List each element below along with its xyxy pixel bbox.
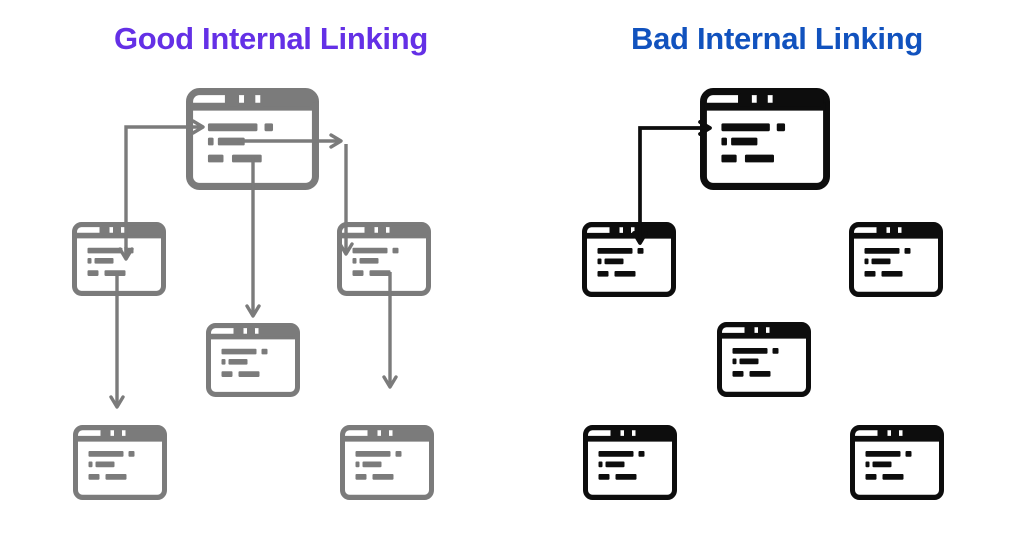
good-diagram — [75, 92, 432, 498]
arrow-good-subleft-to-home — [124, 119, 205, 259]
browser-window-icon-good-sub-left — [75, 225, 164, 294]
browser-window-icon-bad-leaf-left — [586, 428, 675, 498]
bad-diagram — [585, 92, 942, 498]
arrow-bad-subleft-to-home — [638, 120, 712, 243]
browser-window-icon-good-sub-right — [340, 225, 429, 294]
browser-window-icon-bad-home — [703, 92, 826, 187]
bad-linking-title: Bad Internal Linking — [631, 21, 923, 56]
browser-window-icon-bad-sub-left — [585, 225, 674, 295]
good-linking-title: Good Internal Linking — [113, 21, 429, 56]
browser-window-icon-good-leaf-left — [76, 428, 165, 498]
browser-window-icon-bad-sub-right — [852, 225, 941, 295]
browser-window-icon-good-leaf-right — [343, 428, 432, 498]
browser-window-icon-bad-leaf-right — [853, 428, 942, 498]
browser-window-icon-bad-sub-center — [720, 325, 809, 395]
browser-window-icon-good-sub-center — [209, 326, 298, 395]
